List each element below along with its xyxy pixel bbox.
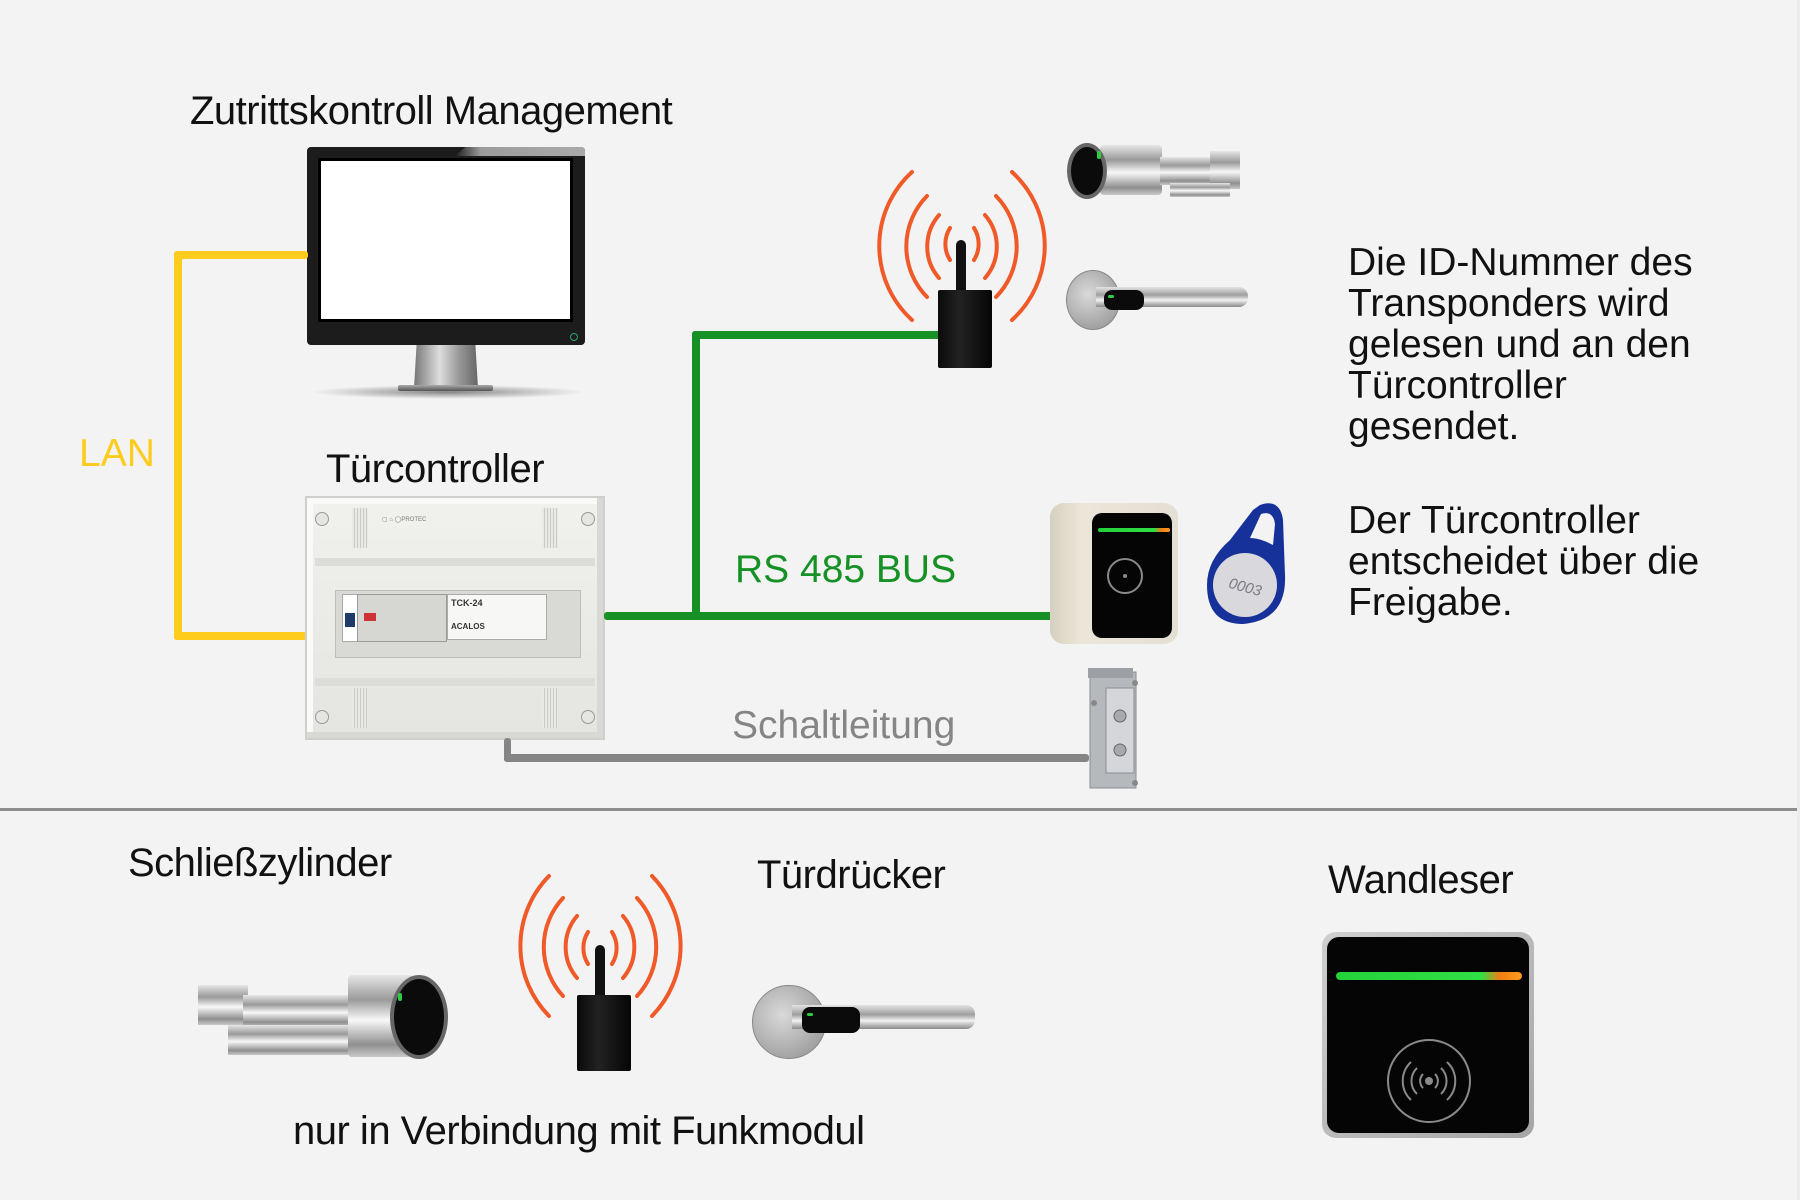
screw xyxy=(315,512,329,526)
power-supply xyxy=(357,594,447,642)
radio-wave-arc xyxy=(621,914,637,980)
monitor-foot xyxy=(398,385,493,391)
switch-line-label: Schaltleitung xyxy=(732,704,956,747)
rf-module-legend xyxy=(577,995,631,1071)
legend-wall-reader-label: Wandleser xyxy=(1328,858,1514,902)
screw xyxy=(581,710,595,724)
radio-wave-arc xyxy=(925,213,941,280)
door-controller-cabinet: ▢ ⌂ ◯PROTEC TCK-24 ACALOS xyxy=(305,496,605,740)
rf-module-top xyxy=(938,290,992,368)
screw xyxy=(315,710,329,724)
power-icon xyxy=(570,333,578,341)
rf-antenna xyxy=(956,240,966,294)
controller-model: TCK-24 xyxy=(451,598,483,608)
radio-wave-arc xyxy=(904,194,929,299)
bus-wire-vertical xyxy=(692,331,700,620)
controller-module: TCK-24 ACALOS xyxy=(447,594,547,640)
door-controller-label: Türcontroller xyxy=(326,447,545,491)
monitor-screen xyxy=(318,158,573,322)
radio-waves-top xyxy=(877,170,1047,322)
rf-antenna xyxy=(595,945,605,999)
bus-label: RS 485 BUS xyxy=(735,548,957,591)
lock-cylinder-legend xyxy=(198,975,450,1061)
legend-cylinder-label: Schließzylinder xyxy=(128,841,392,885)
lan-label: LAN xyxy=(79,432,155,475)
radio-wave-arc xyxy=(983,213,999,280)
section-divider xyxy=(0,808,1797,811)
nfc-icon xyxy=(1401,1061,1457,1101)
radio-wave-arc xyxy=(635,896,659,998)
radio-wave-arc xyxy=(541,896,565,998)
bus-wire-to-reader xyxy=(604,612,1054,620)
radio-waves-legend xyxy=(518,874,683,1018)
radio-wave-arc xyxy=(1010,170,1047,322)
circuit-breaker xyxy=(342,594,358,642)
bus-wire-to-rf-module xyxy=(692,331,945,339)
frame-edge xyxy=(1797,0,1800,1200)
wall-reader-legend xyxy=(1322,932,1534,1138)
radio-wave-arc xyxy=(972,226,981,262)
radio-wave-arc xyxy=(563,914,579,980)
legend-note: nur in Verbindung mit Funkmodul xyxy=(293,1109,865,1153)
radio-wave-arc xyxy=(877,170,914,322)
switch-line-vertical xyxy=(504,738,511,762)
door-strike xyxy=(1088,668,1138,789)
controller-brand: ACALOS xyxy=(451,622,485,631)
radio-wave-arc xyxy=(943,226,952,262)
info-paragraph-1: Die ID-Nummer des Transponders wird gele… xyxy=(1348,241,1693,448)
radio-wave-arc xyxy=(518,874,551,1018)
screw xyxy=(581,512,595,526)
radio-wave-arc xyxy=(581,930,590,966)
info-paragraph-2: Der Türcontroller entscheidet über die F… xyxy=(1348,499,1700,624)
monitor-stand xyxy=(414,345,478,388)
radio-wave-arc xyxy=(650,874,683,1018)
radio-wave-arc xyxy=(610,930,619,966)
wall-reader-top xyxy=(1050,503,1178,644)
switch-line-horizontal xyxy=(504,754,1089,762)
lan-wire-bottom xyxy=(174,632,308,640)
cabinet-label: ▢ ⌂ ◯PROTEC xyxy=(382,517,427,523)
monitor-shadow xyxy=(310,385,586,399)
door-handle-top xyxy=(1066,270,1251,330)
door-handle-legend xyxy=(752,985,977,1059)
management-label: Zutrittskontroll Management xyxy=(190,89,673,133)
lock-cylinder-top xyxy=(1065,143,1240,203)
rfid-tag: 0003 xyxy=(1207,503,1286,624)
lan-wire-top xyxy=(174,251,308,259)
radio-wave-arc xyxy=(994,194,1019,299)
legend-handle-label: Türdrücker xyxy=(757,853,946,897)
lan-wire-vertical xyxy=(174,251,182,640)
